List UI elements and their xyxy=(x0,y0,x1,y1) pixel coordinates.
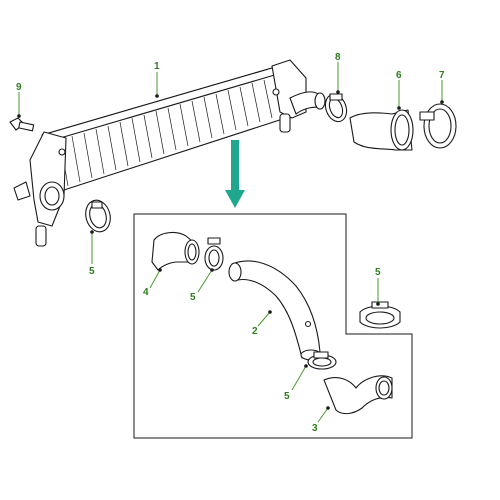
hose-clamp-detail-2 xyxy=(359,301,401,329)
elbow-3 xyxy=(323,375,393,415)
callout-1: 1 xyxy=(154,61,160,72)
callout-5: 5 xyxy=(284,391,290,402)
hose-6 xyxy=(349,109,414,151)
leader-lines xyxy=(17,62,444,423)
hose-clamp-lower-left xyxy=(85,199,111,233)
callout-8: 8 xyxy=(335,52,341,63)
callout-6: 6 xyxy=(396,70,402,81)
callout-3: 3 xyxy=(312,423,318,434)
callout-4: 4 xyxy=(143,287,149,298)
callout-5: 5 xyxy=(190,292,196,303)
detail-box xyxy=(133,213,413,439)
callout-7: 7 xyxy=(439,70,445,81)
hose-clamp-detail-1 xyxy=(204,237,224,271)
bolt xyxy=(9,117,35,132)
callout-2: 2 xyxy=(252,326,258,337)
pipe-2 xyxy=(228,260,322,361)
callout-5: 5 xyxy=(375,267,381,278)
hose-clamp-detail-3 xyxy=(307,351,337,370)
down-arrow-icon xyxy=(225,140,245,208)
intercooler xyxy=(13,59,326,247)
callout-labels: 1 8 6 7 9 5 4 5 5 2 5 3 xyxy=(16,52,445,434)
callout-9: 9 xyxy=(16,82,22,93)
hose-clamp-7 xyxy=(419,103,457,149)
callout-5: 5 xyxy=(89,266,95,277)
hose-clamp-8 xyxy=(324,93,348,123)
elbow-4 xyxy=(151,231,200,271)
